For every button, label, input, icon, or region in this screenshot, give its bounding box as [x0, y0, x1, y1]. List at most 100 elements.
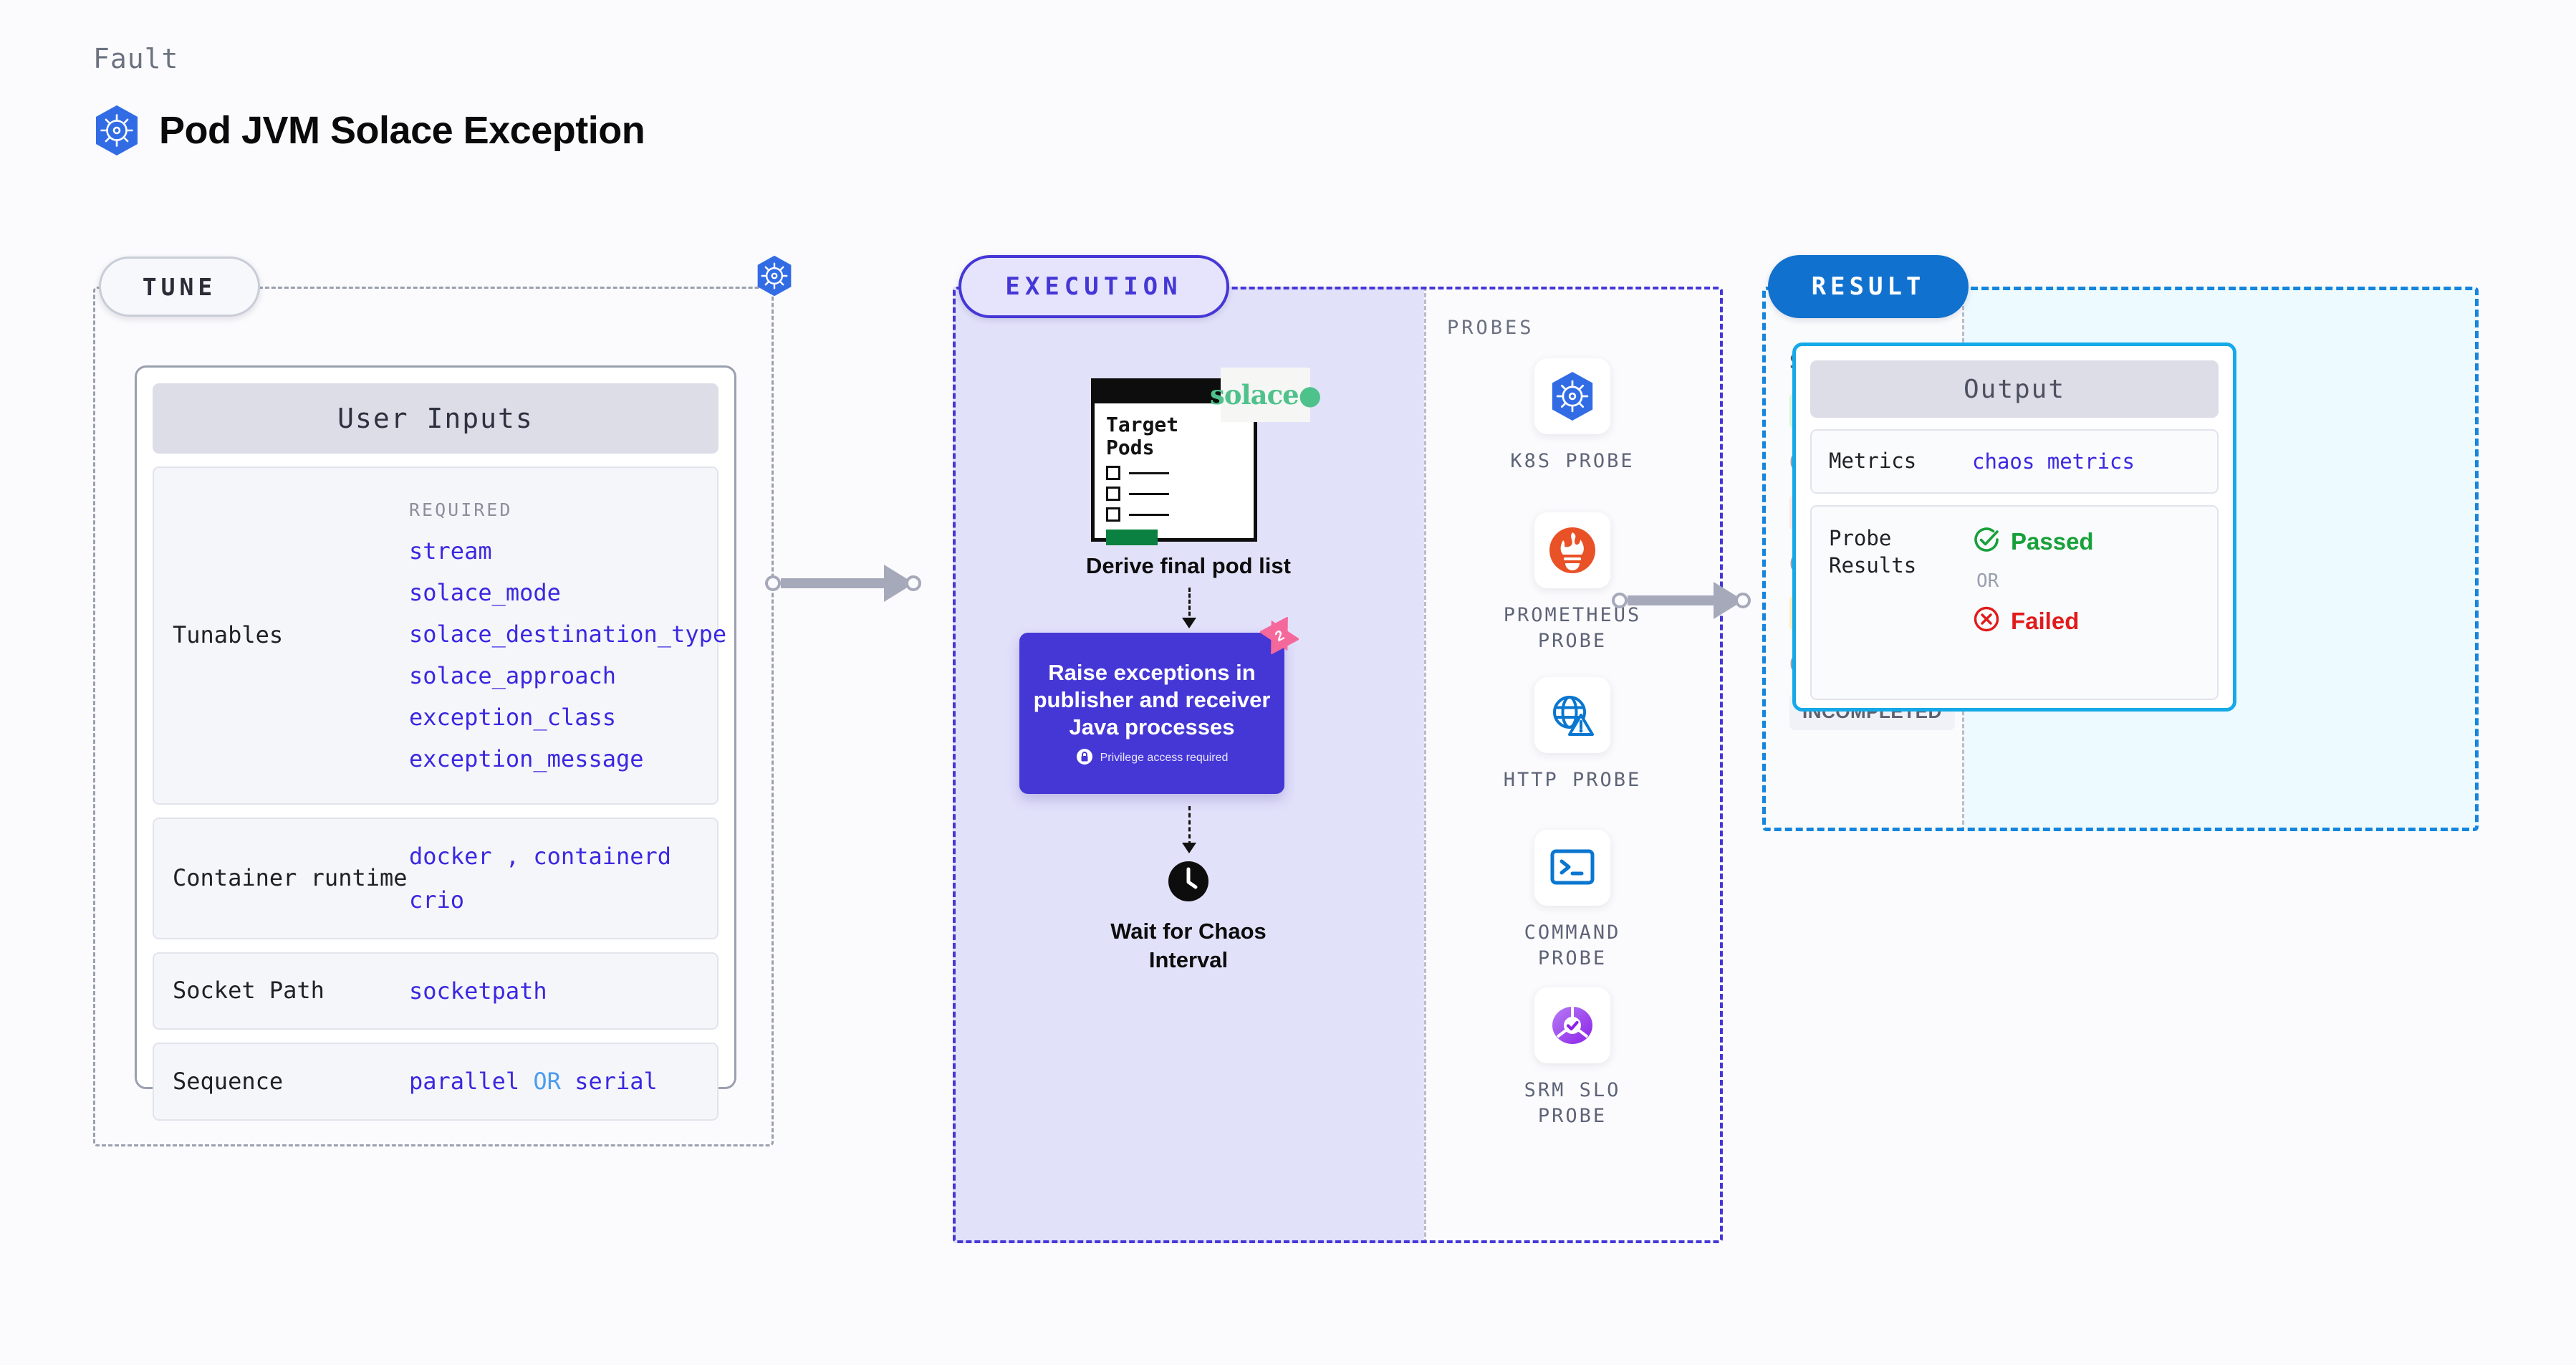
probes-divider [1424, 287, 1426, 1243]
terminal-icon [1534, 830, 1610, 906]
solace-logo-text: solace● [1210, 379, 1322, 411]
sequence-row: Sequence parallel OR serial [153, 1043, 719, 1121]
runtime-comma: , [505, 843, 520, 870]
checkbox-icon [1106, 487, 1120, 502]
connector-dot-right [905, 575, 921, 591]
checkbox-icon [1106, 507, 1120, 522]
probe-prometheus-label: PROMETHEUS PROBE [1503, 604, 1642, 653]
container-runtime-values: docker , containerd crio [409, 835, 671, 922]
sequence-label: Sequence [173, 1068, 284, 1096]
flow-arrow-line [1188, 806, 1191, 846]
kubernetes-icon [93, 105, 140, 156]
clock-icon [1167, 860, 1210, 906]
http-globe-warning-icon [1534, 677, 1610, 753]
target-pods-title-line1: Target [1106, 413, 1179, 436]
pod-list-item [1106, 466, 1242, 481]
sequence-serial[interactable]: serial [575, 1068, 658, 1096]
caption-derive-final-pod-list: Derive final pod list [1086, 553, 1291, 578]
solace-logo-badge: solace● [1210, 368, 1322, 422]
action-card-text: Raise exceptions in publisher and receiv… [1033, 660, 1271, 739]
metrics-row: Metrics chaos metrics [1810, 429, 2219, 494]
probe-results-values: Passed OR Failed [1972, 525, 2094, 637]
placeholder-line [1129, 492, 1169, 495]
probe-prometheus[interactable]: PROMETHEUS PROBE [1447, 512, 1698, 655]
fault-label: Fault [93, 43, 179, 75]
socket-path-value[interactable]: socketpath [409, 977, 547, 1005]
user-inputs-card: User Inputs Tunables REQUIRED stream sol… [135, 365, 736, 1121]
lock-icon [1076, 748, 1093, 769]
pod-list-green-bar [1106, 530, 1158, 546]
placeholder-line [1129, 471, 1169, 474]
tunable-stream[interactable]: stream [409, 537, 492, 565]
probe-command-label: COMMAND PROBE [1524, 921, 1621, 970]
metrics-value[interactable]: chaos metrics [1972, 449, 2135, 474]
probe-srm-slo-label: SRM SLO PROBE [1524, 1079, 1621, 1128]
runtime-containerd[interactable]: containerd [533, 843, 672, 870]
target-pods-card-body: Target Pods [1095, 403, 1254, 546]
probe-result-failed-label: Failed [2011, 607, 2080, 634]
connector-dot-left [765, 575, 781, 591]
target-pods-visual: Target Pods [1091, 368, 1322, 546]
output-title: Output [1810, 360, 2219, 418]
tunable-solace-approach[interactable]: solace_approach [409, 661, 616, 689]
result-panel-border [1762, 287, 2479, 831]
container-runtime-row: Container runtime docker , containerd cr… [153, 818, 719, 939]
probes-section-title: PROBES [1447, 317, 1534, 339]
placeholder-line [1129, 513, 1169, 516]
target-pods-title-line2: Pods [1106, 436, 1155, 460]
connector-bar [1628, 595, 1715, 605]
required-label: REQUIRED [409, 499, 513, 520]
check-circle-icon [1972, 525, 2001, 557]
sequence-values: parallel OR serial [409, 1060, 658, 1103]
socket-path-row: Socket Path socketpath [153, 952, 719, 1030]
solace-wordmark: solace [1210, 379, 1299, 411]
tunable-solace-destination-type[interactable]: solace_destination_type [409, 620, 727, 648]
solace-dot: ● [1298, 379, 1322, 411]
result-pill-label[interactable]: RESULT [1768, 255, 1969, 318]
checkbox-icon [1106, 466, 1120, 481]
execution-pill-label[interactable]: EXECUTION [958, 255, 1229, 318]
srm-slo-icon [1534, 987, 1610, 1063]
probe-result-passed-label: Passed [2011, 527, 2094, 555]
container-runtime-label: Container runtime [173, 864, 408, 892]
page-title: Pod JVM Solace Exception [159, 109, 645, 152]
caption-wait-line2: Interval [1148, 947, 1229, 973]
privilege-note: Privilege access required [1076, 748, 1229, 769]
target-pods-title: Target Pods [1106, 413, 1242, 459]
tunables-label: Tunables [173, 621, 284, 649]
runtime-docker[interactable]: docker [409, 843, 492, 870]
probe-result-or: OR [1976, 570, 1999, 592]
probe-http-label: HTTP PROBE [1503, 769, 1642, 791]
connector-tune-to-execution [765, 565, 921, 602]
tune-panel: TUNE User Inputs Tunables REQUIRED strea… [93, 255, 792, 1146]
sequence-parallel[interactable]: parallel [409, 1068, 520, 1096]
probe-command[interactable]: COMMAND PROBE [1447, 830, 1698, 972]
tune-panel-border [93, 287, 774, 1146]
kubernetes-icon [1534, 358, 1610, 434]
tunables-row: Tunables REQUIRED stream solace_mode sol… [153, 466, 726, 805]
prometheus-icon [1534, 512, 1610, 588]
runtime-crio[interactable]: crio [409, 886, 465, 914]
flow-arrow-head [1182, 843, 1196, 853]
kubernetes-icon [755, 255, 794, 300]
tune-pill-label[interactable]: TUNE [99, 257, 260, 317]
connector-bar [781, 578, 885, 588]
pod-list-item [1106, 487, 1242, 502]
execution-panel-border [953, 287, 1723, 1243]
caption-wait-line1: Wait for Chaos [1110, 919, 1267, 944]
flow-arrow-line [1188, 588, 1191, 622]
tunable-exception-class[interactable]: exception_class [409, 703, 616, 731]
tunable-exception-message[interactable]: exception_message [409, 744, 644, 772]
probe-k8s[interactable]: K8S PROBE [1447, 358, 1698, 474]
privilege-note-text: Privilege access required [1100, 752, 1229, 765]
user-inputs-title: User Inputs [153, 383, 719, 454]
probe-http[interactable]: HTTP PROBE [1447, 677, 1698, 793]
probe-srm-slo[interactable]: SRM SLO PROBE [1447, 987, 1698, 1130]
flow-arrow-head [1182, 618, 1196, 628]
tunable-solace-mode[interactable]: solace_mode [409, 578, 561, 606]
probe-result-passed: Passed [1972, 525, 2094, 557]
action-card-raise-exceptions[interactable]: Raise exceptions in publisher and receiv… [1019, 616, 1300, 794]
